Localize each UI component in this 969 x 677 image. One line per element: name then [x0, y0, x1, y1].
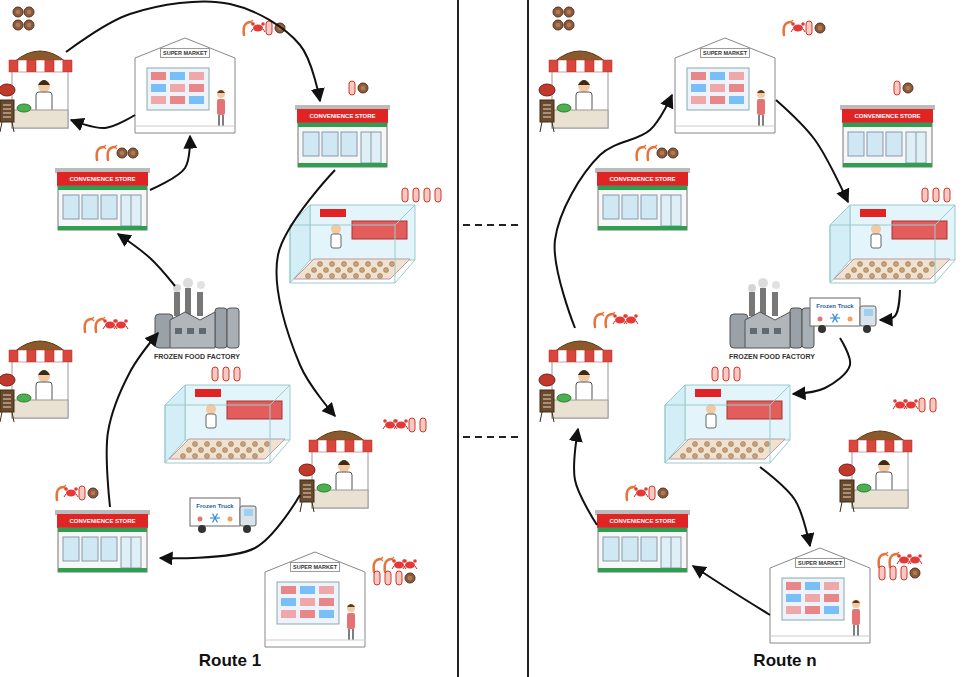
- product-icons: [637, 145, 678, 160]
- butcher-shop: [299, 431, 372, 512]
- product-icons: [349, 81, 368, 95]
- factory-label: FROZEN FOOD FACTORY: [153, 353, 241, 361]
- product-icons: [893, 398, 936, 412]
- route-arrows: [66, 2, 900, 615]
- route-title: Route n: [751, 652, 818, 671]
- store-sign: CONVENIENCE STORE: [307, 111, 377, 120]
- supermarket: [265, 552, 365, 647]
- product-icons: [595, 312, 638, 327]
- product-icons: [13, 7, 34, 30]
- factory: [155, 278, 239, 348]
- product-icons: [784, 20, 825, 35]
- frozen-truck: [810, 298, 876, 333]
- product-icons: [244, 20, 285, 35]
- convenience-store: [595, 510, 690, 572]
- store-sign: CONVENIENCE STORE: [67, 174, 137, 183]
- route-arrow: [150, 136, 190, 190]
- store-sign: CONVENIENCE STORE: [607, 516, 677, 525]
- supermarket: [675, 38, 775, 133]
- supermarket: [770, 548, 870, 643]
- route-arrow: [160, 495, 300, 558]
- product-icons: [402, 188, 441, 202]
- product-icons: [627, 485, 668, 500]
- route-arrow: [776, 100, 848, 202]
- truck-label: Frozen Truck: [816, 303, 853, 310]
- store-sign: CONVENIENCE STORE: [67, 516, 137, 525]
- route-arrow: [71, 115, 135, 128]
- store-sign: CONVENIENCE STORE: [852, 111, 922, 120]
- convenience-store: [595, 168, 690, 230]
- seafood-stall: [830, 205, 955, 283]
- store-sign: SUPER MARKET: [290, 562, 340, 572]
- butcher-shop: [539, 341, 612, 422]
- convenience-store: [840, 105, 935, 167]
- product-icons: [57, 485, 98, 500]
- product-icons: [879, 552, 922, 580]
- store-sign: CONVENIENCE STORE: [607, 174, 677, 183]
- convenience-store: [55, 510, 150, 572]
- route-arrow: [276, 170, 335, 416]
- route-arrow: [107, 333, 158, 507]
- truck-label: Frozen Truck: [196, 503, 233, 510]
- frozen-truck: [190, 498, 256, 533]
- route-arrow: [760, 467, 810, 546]
- seafood-stall: [165, 385, 290, 463]
- store-sign: SUPER MARKET: [795, 558, 845, 568]
- product-icons: [212, 367, 240, 381]
- butcher-shop: [0, 341, 72, 422]
- product-icons: [97, 145, 138, 160]
- panel-dividers: [458, 0, 528, 677]
- route-title: Route 1: [197, 652, 263, 671]
- product-icons: [383, 418, 426, 432]
- route-arrow: [555, 95, 672, 328]
- route-arrow: [118, 234, 175, 286]
- product-icons: [553, 7, 574, 30]
- product-icons: [922, 188, 950, 202]
- factory: [730, 278, 814, 348]
- product-icons: [894, 81, 913, 95]
- seafood-stall: [290, 205, 415, 283]
- convenience-store: [295, 105, 390, 167]
- factory-label: FROZEN FOOD FACTORY: [728, 353, 816, 361]
- store-sign: SUPER MARKET: [700, 48, 750, 58]
- butcher-shop: [539, 51, 612, 132]
- route-arrow: [793, 338, 850, 394]
- supermarket: [135, 38, 235, 133]
- route-arrow: [66, 2, 320, 101]
- route-arrow: [693, 566, 770, 615]
- seafood-stall: [665, 385, 790, 463]
- convenience-store: [55, 168, 150, 230]
- store-sign: SUPER MARKET: [160, 48, 210, 58]
- product-icons: [85, 317, 128, 332]
- butcher-shop: [839, 431, 912, 512]
- butcher-shop: [0, 51, 72, 132]
- product-icons: [374, 557, 417, 585]
- product-icons: [712, 367, 740, 381]
- route-arrow: [880, 290, 900, 320]
- route-arrow: [574, 429, 597, 525]
